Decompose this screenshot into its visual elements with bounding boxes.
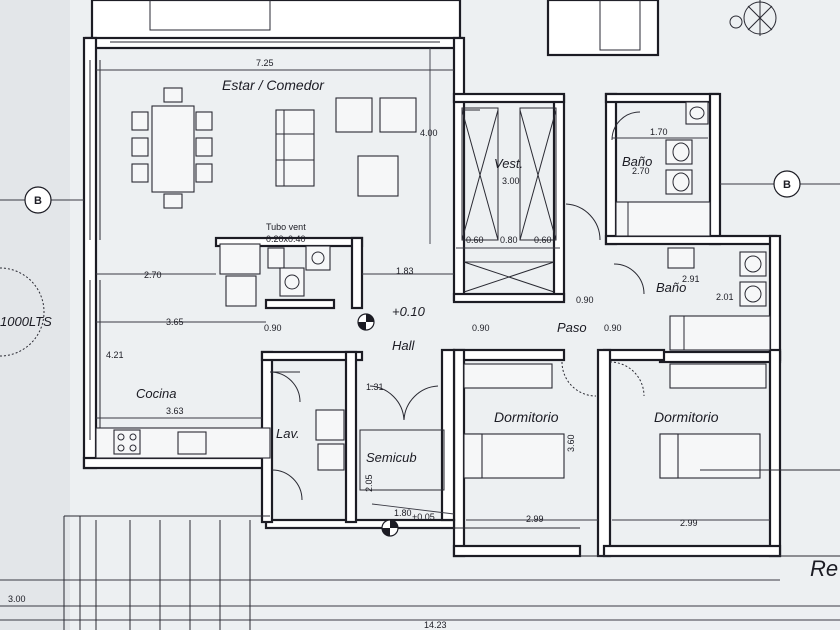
dim-cocina-w: 3.63 bbox=[166, 406, 184, 416]
lav-fixtures bbox=[315, 409, 345, 471]
room-label-semicub: Semicub bbox=[366, 450, 417, 465]
edge-text: Re bbox=[810, 556, 838, 581]
dim-hall-365: 3.65 bbox=[166, 317, 184, 327]
section-marker-left: B bbox=[0, 186, 84, 214]
room-label-bano2: Baño bbox=[656, 280, 686, 295]
dim-vest-a: 0.60 bbox=[466, 235, 484, 245]
level-mark-semicub bbox=[381, 519, 399, 537]
bano1-fixtures bbox=[615, 101, 711, 237]
dim-door-090-c: 0.90 bbox=[576, 295, 594, 305]
dim-dorm2-w: 2.99 bbox=[680, 518, 698, 528]
room-label-dorm2: Dormitorio bbox=[654, 409, 719, 425]
room-label-estar: Estar / Comedor bbox=[222, 77, 325, 93]
room-label-paso: Paso bbox=[557, 320, 587, 335]
windows bbox=[89, 41, 440, 440]
dim-door-090-a: 0.90 bbox=[264, 323, 282, 333]
kitchen-counter bbox=[95, 427, 271, 459]
dim-dorm-h: 3.60 bbox=[566, 434, 576, 452]
dim-vest-b: 0.80 bbox=[500, 235, 518, 245]
room-label-dorm1: Dormitorio bbox=[494, 409, 559, 425]
dim-bano1-h: 2.70 bbox=[632, 166, 650, 176]
section-marker-right: B bbox=[720, 170, 840, 198]
tubo-fixtures bbox=[219, 243, 331, 307]
tank-label: 1000LTS bbox=[0, 314, 52, 329]
dim-bano1-w: 1.70 bbox=[650, 127, 668, 137]
dim-semicub-205: 2.05 bbox=[364, 474, 374, 492]
room-label-vest: Vest. bbox=[494, 156, 523, 171]
dim-vest-depth: 3.00 bbox=[502, 176, 520, 186]
bed-2 bbox=[659, 363, 767, 479]
dim-bano2-h: 2.01 bbox=[716, 292, 734, 302]
dim-estar-height: 4.00 bbox=[420, 128, 438, 138]
dim-door-090-b: 0.90 bbox=[472, 323, 490, 333]
section-marker-left-label: B bbox=[34, 195, 42, 207]
dim-semicub-131: 1.31 bbox=[366, 382, 384, 392]
dim-cocina-h: 4.21 bbox=[106, 350, 124, 360]
living-furniture bbox=[275, 97, 417, 197]
tubo-size: 0.20x0.40 bbox=[266, 234, 306, 244]
dim-vest-c: 0.60 bbox=[534, 235, 552, 245]
dim-estar-270: 2.70 bbox=[144, 270, 162, 280]
room-label-bano1: Baño bbox=[622, 154, 652, 169]
bed-1 bbox=[463, 363, 565, 479]
dim-door-090-d: 0.90 bbox=[604, 323, 622, 333]
dim-top-width: 7.25 bbox=[256, 58, 274, 68]
dim-dorm1-w: 2.99 bbox=[526, 514, 544, 524]
dim-semicub-180: 1.80 bbox=[394, 508, 412, 518]
level-hall: +0.10 bbox=[392, 304, 426, 319]
dimension-lines bbox=[0, 48, 840, 621]
room-label-cocina: Cocina bbox=[136, 386, 176, 401]
bano2-fixtures bbox=[667, 247, 771, 351]
top-structures bbox=[90, 0, 660, 57]
tree-symbol bbox=[729, 0, 777, 36]
dim-bottom-total: 14.23 bbox=[424, 620, 447, 630]
dim-bottom-left: 3.00 bbox=[8, 594, 26, 604]
door-swings bbox=[269, 111, 645, 501]
water-tank bbox=[0, 267, 45, 357]
terrace-lines bbox=[63, 469, 840, 630]
room-label-tubo: Tubo vent bbox=[266, 222, 306, 232]
vestidor bbox=[456, 107, 560, 293]
dim-hall-183: 1.83 bbox=[396, 266, 414, 276]
dining-table bbox=[131, 87, 213, 209]
paper-shadow bbox=[0, 0, 70, 630]
level-semicub: +0.05 bbox=[412, 512, 435, 522]
dim-bano2-w: 2.91 bbox=[682, 274, 700, 284]
room-label-lav: Lav. bbox=[276, 426, 300, 441]
semicub-area bbox=[359, 429, 445, 491]
section-marker-right-label: B bbox=[783, 179, 791, 191]
level-mark-hall bbox=[357, 313, 375, 331]
room-label-hall: Hall bbox=[392, 338, 416, 353]
